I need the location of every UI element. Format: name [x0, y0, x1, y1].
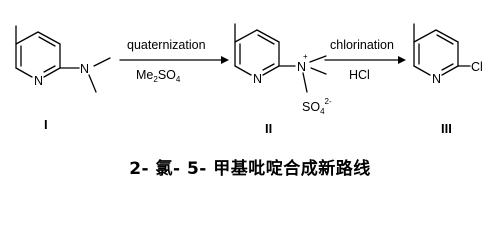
compound-ii-ring-nitrogen: N: [253, 72, 262, 86]
compound-ii-ammonium-nitrogen: N: [297, 60, 306, 74]
step1-reagent-below: Me2SO4: [136, 68, 181, 84]
compound-iii-chlorine: Cl: [471, 60, 483, 74]
compound-iii-label: III: [441, 121, 452, 136]
compound-iii-ring-nitrogen: N: [432, 72, 441, 86]
compound-i-amine-nitrogen: N: [80, 62, 89, 76]
compound-ii-structure: N N +: [234, 23, 327, 93]
compound-i-label: I: [44, 117, 48, 132]
compound-ii-positive-charge: +: [303, 52, 308, 61]
reaction-scheme: N N I quaternization Me2SO4 N N + SO42-: [15, 23, 483, 136]
figure-caption: 2- 氯- 5- 甲基吡啶合成新路线: [129, 159, 371, 179]
compound-iii-structure: N Cl: [413, 23, 483, 86]
step1-reagent-above: quaternization: [127, 38, 206, 52]
step2-reagent-above: chlorination: [330, 38, 394, 52]
compound-i-ring-nitrogen: N: [34, 74, 43, 88]
compound-ii-counterion: SO42-: [302, 97, 332, 116]
step2-reagent-below: HCl: [349, 68, 370, 82]
reaction-arrow-1: [119, 56, 229, 64]
compound-ii-label: II: [265, 121, 272, 136]
compound-i-structure: N N: [15, 25, 111, 93]
reaction-arrow-2: [324, 56, 406, 64]
